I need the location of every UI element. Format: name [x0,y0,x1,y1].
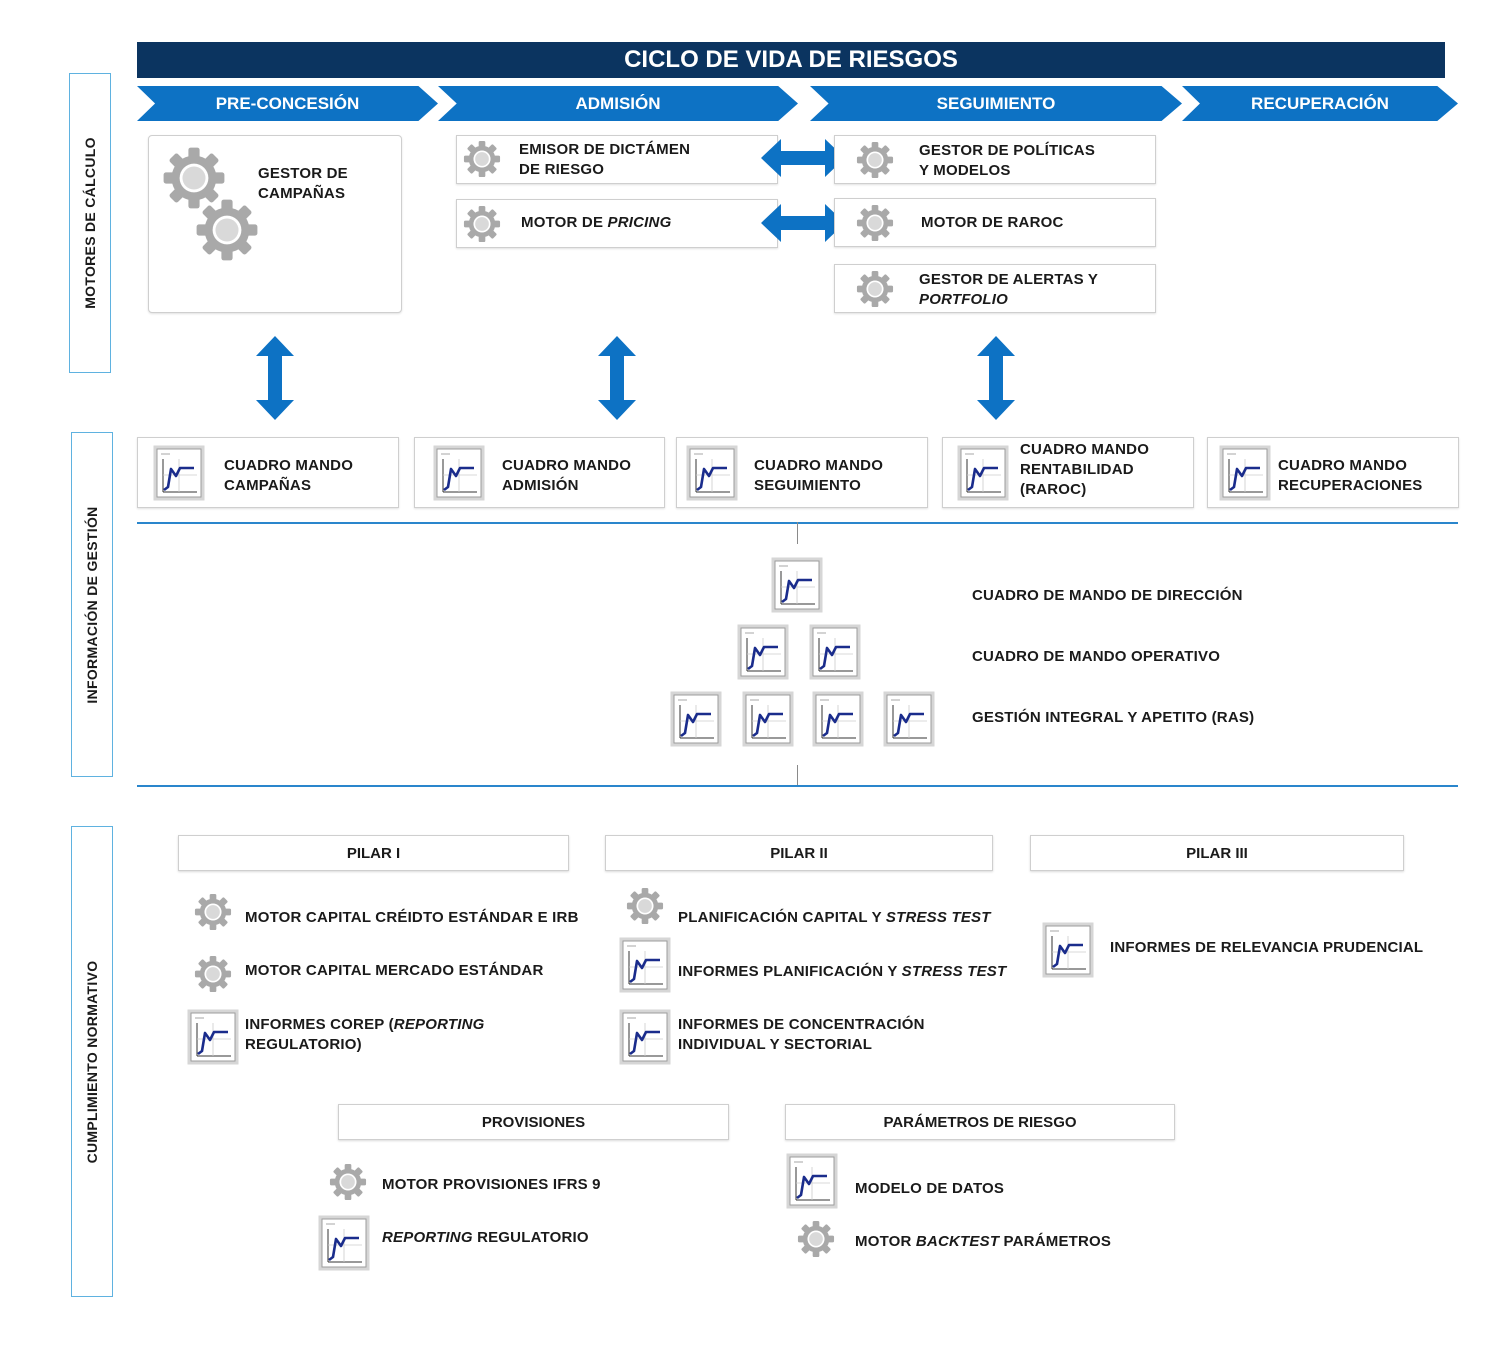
emisor-dictamen-label: EMISOR DE DICTÁMEN DE RIESGO [519,141,691,178]
stage-admision: ADMISIÓN [438,86,798,121]
side-label-motores: MOTORES DE CÁLCULO [82,137,98,309]
box-cuadro-seguimiento: CUADRO MANDO SEGUIMIENTO [676,437,928,508]
double-arrow-icon [598,336,636,420]
double-arrow-icon [761,204,845,242]
divider-bottom [137,785,1458,787]
chart-report-icon [1042,922,1094,978]
box-cuadro-admision: CUADRO MANDO ADMISIÓN [414,437,665,508]
stage-pre-concesion: PRE-CONCESIÓN [137,86,438,121]
chart-report-icon [619,937,671,993]
pilar-i-item-2: MOTOR CAPITAL MERCADO ESTÁNDAR [245,962,544,979]
chart-report-icon [686,445,738,501]
box-motor-raroc: MOTOR DE RAROC [834,198,1156,247]
chart-report-icon [318,1215,370,1271]
chart-report-icon [737,624,789,680]
stage-seguimiento: SEGUIMIENTO [810,86,1182,121]
gear-icon [856,270,894,308]
pilar-i-item-1: MOTOR CAPITAL CRÉIDTO ESTÁNDAR E IRB [245,909,579,926]
provisiones-item-2: REPORTING REGULATORIO [382,1229,589,1246]
gestor-campanas-label: GESTOR DE CAMPAÑAS [258,165,348,202]
box-gestor-campanas: GESTOR DE CAMPAÑAS [148,135,402,313]
parametros-header: PARÁMETROS DE RIESGO [785,1104,1175,1140]
chart-report-icon [1219,445,1271,501]
side-motores-de-calculo: MOTORES DE CÁLCULO [69,73,111,373]
diagram-title: CICLO DE VIDA DE RIESGOS [137,42,1445,78]
piramide-operativo-label: CUADRO DE MANDO OPERATIVO [972,648,1221,665]
pilar-ii-item-1: PLANIFICACIÓN CAPITAL Y STRESS TEST [678,909,991,926]
gear-icon [856,141,894,179]
motor-raroc-label: MOTOR DE RAROC [921,214,1064,231]
provisiones-header: PROVISIONES [338,1104,729,1140]
cuadro-campanas-label: CUADRO MANDO CAMPAÑAS [224,457,354,494]
double-arrow-icon [977,336,1015,420]
gear-icon [194,955,232,993]
pilar-ii-item-2: INFORMES PLANIFICACIÓN Y STRESS TEST [678,963,1007,980]
pilar-iii-item-1: INFORMES DE RELEVANCIA PRUDENCIAL [1110,939,1424,956]
box-cuadro-campanas: CUADRO MANDO CAMPAÑAS [137,437,399,508]
side-informacion-de-gestion: INFORMACIÓN DE GESTIÓN [71,432,113,777]
provisiones-item-1: MOTOR PROVISIONES IFRS 9 [382,1176,601,1193]
chart-report-icon [809,624,861,680]
gear-icon [463,205,501,243]
side-label-cumplimiento: CUMPLIMIENTO NORMATIVO [84,960,100,1163]
divider-tick-bottom [797,765,799,785]
pilar-i-header: PILAR I [178,835,569,871]
motor-pricing-label: MOTOR DE PRICING [521,214,672,231]
chart-report-icon [742,691,794,747]
cuadro-admision-label: CUADRO MANDO ADMISIÓN [502,457,632,494]
gear-icon [797,1220,835,1258]
chart-report-icon [771,557,823,613]
box-cuadro-recuperaciones: CUADRO MANDO RECUPERACIONES [1207,437,1459,508]
cuadro-seguimiento-label: CUADRO MANDO SEGUIMIENTO [754,457,884,494]
gear-icon [195,198,259,262]
piramide-direccion-label: CUADRO DE MANDO DE DIRECCIÓN [972,587,1243,604]
pilar-i-item-3: INFORMES COREP (REPORTING REGULATORIO) [245,1016,485,1053]
box-cuadro-rentabilidad: CUADRO MANDO RENTABILIDAD (RAROC) [942,437,1194,508]
gear-icon [856,204,894,242]
chart-report-icon [812,691,864,747]
double-arrow-icon [761,139,845,177]
piramide-ras-label: GESTIÓN INTEGRAL Y APETITO (RAS) [972,709,1255,726]
gear-icon [463,140,501,178]
gear-icon [329,1163,367,1201]
cuadro-recuperaciones-label: CUADRO MANDO RECUPERACIONES [1278,457,1423,494]
box-gestor-alertas: GESTOR DE ALERTAS Y PORTFOLIO [834,264,1156,313]
chart-report-icon [883,691,935,747]
chart-report-icon [670,691,722,747]
parametros-item-2: MOTOR BACKTEST PARÁMETROS [855,1233,1112,1250]
chart-report-icon [957,445,1009,501]
double-arrow-icon [256,336,294,420]
gear-icon [194,893,232,931]
divider-tick-top [797,522,799,544]
pilar-ii-item-3: INFORMES DE CONCENTRACIÓN INDIVIDUAL Y S… [678,1016,925,1053]
box-emisor-dictamen: EMISOR DE DICTÁMEN DE RIESGO [456,135,778,184]
pilar-ii-header: PILAR II [605,835,993,871]
chart-report-icon [433,445,485,501]
gear-icon [626,887,664,925]
pilar-iii-header: PILAR III [1030,835,1404,871]
side-label-informacion: INFORMACIÓN DE GESTIÓN [84,505,100,704]
chart-report-icon [619,1009,671,1065]
stage-recuperacion: RECUPERACIÓN [1182,86,1458,121]
parametros-item-1: MODELO DE DATOS [855,1180,1005,1197]
side-cumplimiento-normativo: CUMPLIMIENTO NORMATIVO [71,826,113,1297]
gestor-alertas-label: GESTOR DE ALERTAS Y PORTFOLIO [919,271,1099,308]
cuadro-rentabilidad-label: CUADRO MANDO RENTABILIDAD (RAROC) [1020,441,1150,498]
box-motor-pricing: MOTOR DE PRICING [456,199,778,248]
chart-report-icon [786,1153,838,1209]
gestor-politicas-label: GESTOR DE POLÍTICAS Y MODELOS [919,142,1096,179]
chart-report-icon [153,445,205,501]
chart-report-icon [187,1009,239,1065]
box-gestor-politicas: GESTOR DE POLÍTICAS Y MODELOS [834,135,1156,184]
